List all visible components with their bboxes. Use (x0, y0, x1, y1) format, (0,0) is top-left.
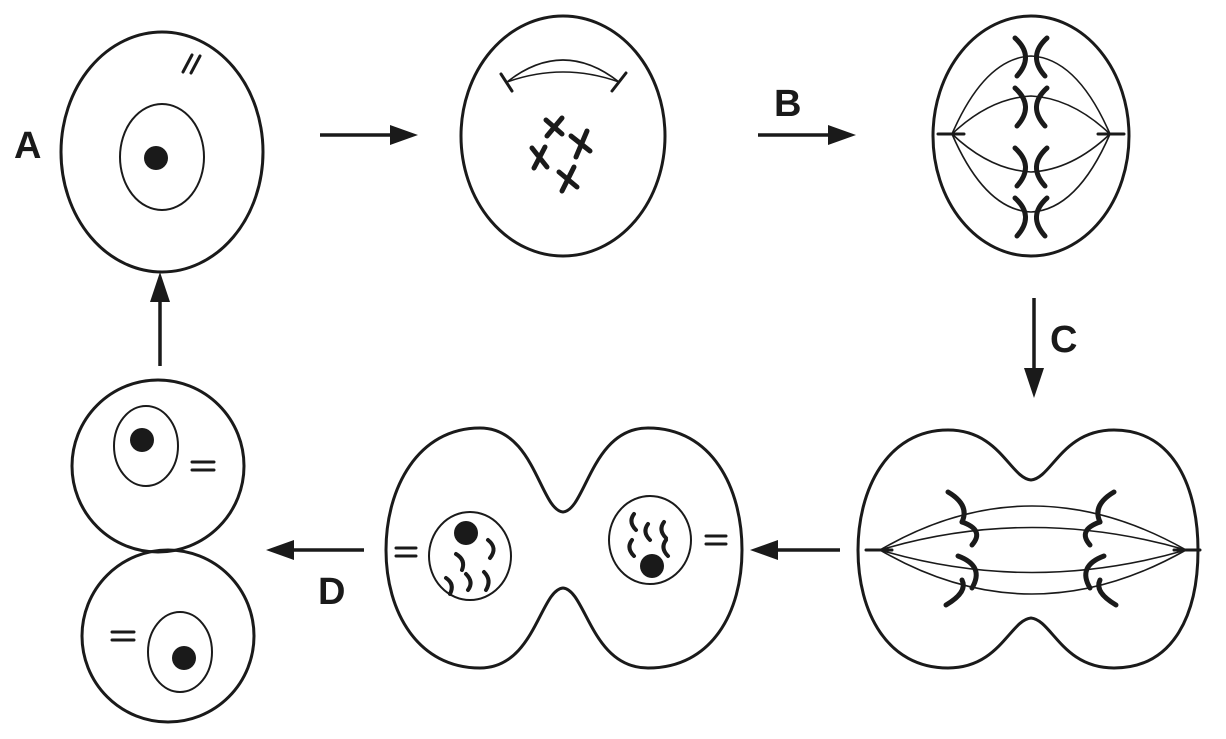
spindle-fibers (951, 55, 1111, 213)
nucleus (147, 611, 213, 693)
label-d: D (318, 571, 345, 613)
stage-interphase-cell (59, 30, 265, 274)
cell-membrane (384, 426, 744, 670)
cell-membrane (59, 30, 265, 274)
stage-prophase-cell (459, 14, 667, 258)
cell-membrane (931, 14, 1131, 258)
arrow-3-to-4 (1024, 298, 1044, 398)
stage-telophase-cell (384, 426, 744, 670)
arrow-5-to-6 (266, 540, 364, 560)
stage-anaphase-cell (856, 428, 1202, 670)
nucleus (113, 405, 179, 487)
label-a: A (14, 125, 41, 167)
nucleus (608, 495, 692, 585)
left-daughter-nucleus (428, 511, 512, 601)
centriole-pair (110, 630, 136, 642)
arrow-6-to-1 (150, 272, 170, 366)
cell-membrane (459, 14, 667, 258)
cell-membrane (80, 548, 256, 724)
centriole-pair-left (394, 546, 418, 558)
cell-membrane (856, 428, 1200, 670)
nucleus (428, 511, 512, 601)
spindle-fibers (879, 505, 1187, 595)
label-b: B (774, 83, 801, 125)
nucleolus (640, 554, 664, 578)
centriole-pair (190, 460, 216, 472)
condensed-chromosomes (529, 115, 593, 194)
cell-membrane (70, 378, 246, 554)
nucleus (119, 103, 205, 211)
label-c: C (1050, 319, 1077, 361)
nucleolus (172, 646, 196, 670)
forming-spindle (499, 59, 628, 93)
aligned-chromosomes (1012, 35, 1050, 239)
centriole-pair (181, 53, 202, 75)
nucleolus (130, 428, 154, 452)
arrow-2-to-3 (758, 125, 856, 145)
nucleolus (144, 146, 168, 170)
nucleolus (454, 521, 478, 545)
right-daughter-nucleus (608, 495, 692, 585)
daughter-cell-bottom (80, 548, 256, 724)
daughter-cell-top (70, 378, 246, 554)
arrow-4-to-5 (750, 540, 840, 560)
stage-metaphase-cell (931, 14, 1131, 258)
stage-daughter-cells (70, 378, 256, 724)
centriole-pair-right (704, 534, 728, 546)
arrow-1-to-2 (320, 125, 418, 145)
separating-chromatids (943, 489, 1119, 608)
